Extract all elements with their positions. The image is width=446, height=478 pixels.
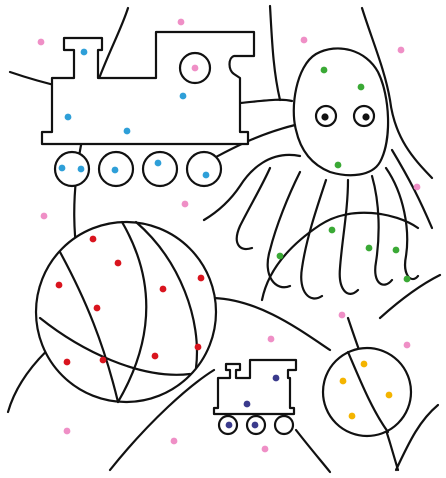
green-dot-7 xyxy=(276,252,284,260)
big-train-wheel-1 xyxy=(53,150,91,188)
red-dot-1 xyxy=(89,235,97,243)
beach-ball-outline xyxy=(34,220,218,404)
red-dot-10 xyxy=(63,358,71,366)
beach-ball-seam-1 xyxy=(116,220,148,404)
red-dot-4 xyxy=(159,285,167,293)
navy-dot-1 xyxy=(272,374,280,382)
pink-dot-11 xyxy=(403,341,411,349)
navy-dot-4 xyxy=(251,421,259,429)
beach-ball-seam-3 xyxy=(58,250,120,404)
pink-dot-10 xyxy=(267,335,275,343)
red-dot-6 xyxy=(93,304,101,312)
octopus xyxy=(202,47,420,300)
yellow-dot-4 xyxy=(348,412,356,420)
small-train-wheel-3 xyxy=(273,414,295,436)
blue-dot-3 xyxy=(64,113,72,121)
small-toy-train xyxy=(212,358,298,436)
beach-ball-seam-4 xyxy=(38,316,192,376)
octopus-tentacle-1 xyxy=(202,153,302,222)
curve-top-right-vertical xyxy=(268,4,282,102)
small-ball-outline xyxy=(321,346,413,438)
green-dot-5 xyxy=(365,244,373,252)
curve-bottom-right xyxy=(294,428,332,474)
small-train-body xyxy=(212,358,298,416)
octopus-pupil-right xyxy=(362,113,370,121)
octopus-tentacle-5 xyxy=(338,178,360,295)
green-dot-3 xyxy=(334,161,342,169)
pink-dot-4 xyxy=(397,46,405,54)
yellow-dot-2 xyxy=(339,377,347,385)
color-dots xyxy=(37,18,421,453)
green-dot-4 xyxy=(328,226,336,234)
blue-dot-5 xyxy=(58,164,66,172)
big-train-engine xyxy=(40,30,256,188)
octopus-tentacle-3 xyxy=(266,170,302,289)
red-dot-2 xyxy=(114,259,122,267)
blue-dot-7 xyxy=(111,166,119,174)
blue-dot-4 xyxy=(123,127,131,135)
curve-wave-middle xyxy=(260,211,420,302)
curve-right-mid xyxy=(378,273,442,320)
small-ball-seam xyxy=(346,350,390,434)
pink-dot-9 xyxy=(338,311,346,319)
green-dot-1 xyxy=(320,66,328,74)
blue-dot-1 xyxy=(80,48,88,56)
pink-dot-5 xyxy=(191,64,199,72)
red-dot-7 xyxy=(194,343,202,351)
curve-right-edge xyxy=(360,6,434,180)
red-dot-5 xyxy=(197,274,205,282)
curve-under-ball xyxy=(212,296,332,352)
octopus-tentacle-7 xyxy=(384,166,420,281)
big-train-wheel-3 xyxy=(141,150,179,188)
curve-bottom-edge xyxy=(394,403,440,472)
red-dot-8 xyxy=(151,352,159,360)
octopus-pupil-left xyxy=(321,113,329,121)
pink-dot-13 xyxy=(170,437,178,445)
beach-ball-seam-2 xyxy=(134,220,198,370)
big-train-wheel-4 xyxy=(185,150,223,188)
navy-dot-2 xyxy=(243,400,251,408)
pink-dot-7 xyxy=(181,200,189,208)
blue-dot-9 xyxy=(202,171,210,179)
octopus-head xyxy=(292,47,390,177)
yellow-dot-3 xyxy=(385,391,393,399)
blue-dot-6 xyxy=(77,165,85,173)
blue-dot-8 xyxy=(154,159,162,167)
yellow-dot-1 xyxy=(360,360,368,368)
red-dot-9 xyxy=(99,356,107,364)
blue-dot-2 xyxy=(179,92,187,100)
octopus-tentacle-6 xyxy=(370,174,394,286)
pink-dot-3 xyxy=(300,36,308,44)
pink-dot-2 xyxy=(37,38,45,46)
octopus-tentacle-4 xyxy=(300,178,328,300)
red-dot-3 xyxy=(55,281,63,289)
pink-dot-1 xyxy=(177,18,185,26)
curve-bottom-middle xyxy=(108,368,216,472)
curve-diagonal-right xyxy=(390,148,434,230)
pink-dot-14 xyxy=(261,445,269,453)
green-dot-2 xyxy=(357,83,365,91)
navy-dot-3 xyxy=(225,421,233,429)
beach-ball xyxy=(34,220,218,404)
pink-dot-6 xyxy=(413,183,421,191)
green-dot-6 xyxy=(392,246,400,254)
big-train-body xyxy=(40,30,256,146)
small-ball xyxy=(321,346,413,438)
octopus-tentacle-2 xyxy=(235,166,272,251)
pink-dot-12 xyxy=(63,427,71,435)
green-dot-8 xyxy=(403,275,411,283)
pink-dot-8 xyxy=(40,212,48,220)
